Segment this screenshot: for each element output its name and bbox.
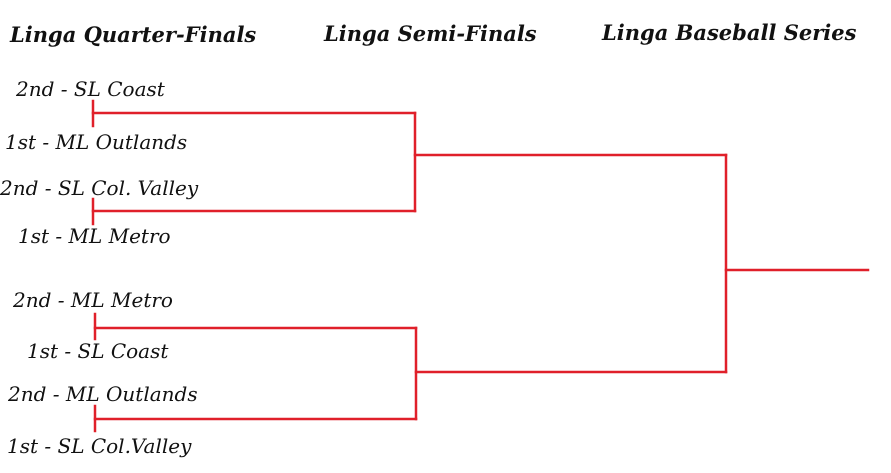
series-heading: Linga Baseball Series [602, 20, 857, 45]
qf2-team-a: 2nd - SL Col. Valley [0, 176, 199, 200]
quarterfinals-heading: Linga Quarter-Finals [10, 22, 257, 47]
qf4-team-b: 1st - SL Col.Valley [7, 434, 192, 458]
qf3-team-b: 1st - SL Coast [27, 339, 169, 363]
qf2-team-b: 1st - ML Metro [18, 224, 171, 248]
qf4-team-a: 2nd - ML Outlands [8, 382, 198, 406]
qf1-team-a: 2nd - SL Coast [16, 77, 165, 101]
qf1-team-b: 1st - ML Outlands [5, 130, 188, 154]
semifinals-heading: Linga Semi-Finals [324, 21, 537, 46]
qf3-team-a: 2nd - ML Metro [13, 288, 173, 312]
